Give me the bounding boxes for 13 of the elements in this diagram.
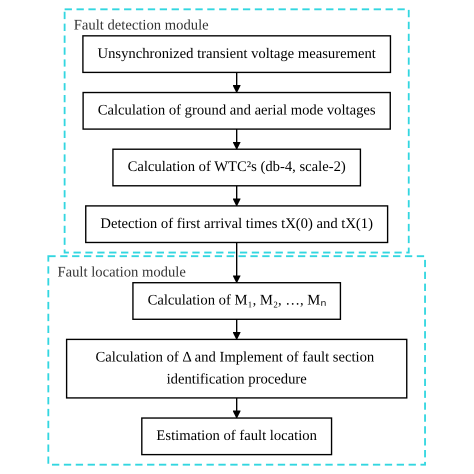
node-box: Calculation of WTC²s (db-4, scale-2) bbox=[112, 148, 362, 186]
arrow bbox=[232, 72, 242, 93]
node-box: Unsynchronized transient voltage measurement bbox=[82, 35, 392, 74]
arrow bbox=[232, 129, 242, 150]
node-box: Calculation of M₁, M₂, …, Mₙ bbox=[132, 282, 342, 320]
node-box: Detection of first arrival times tX(0) and tX(1) bbox=[85, 205, 389, 244]
node-box: Estimation of fault location bbox=[141, 417, 333, 456]
arrow bbox=[232, 186, 242, 206]
node-box: Calculation of ground and aerial mode voltages bbox=[82, 92, 392, 130]
arrow bbox=[232, 242, 242, 284]
arrow bbox=[232, 319, 242, 340]
arrow bbox=[232, 398, 242, 418]
node-box: Calculation of Δ and Implement of fault section identification procedure bbox=[66, 338, 408, 399]
